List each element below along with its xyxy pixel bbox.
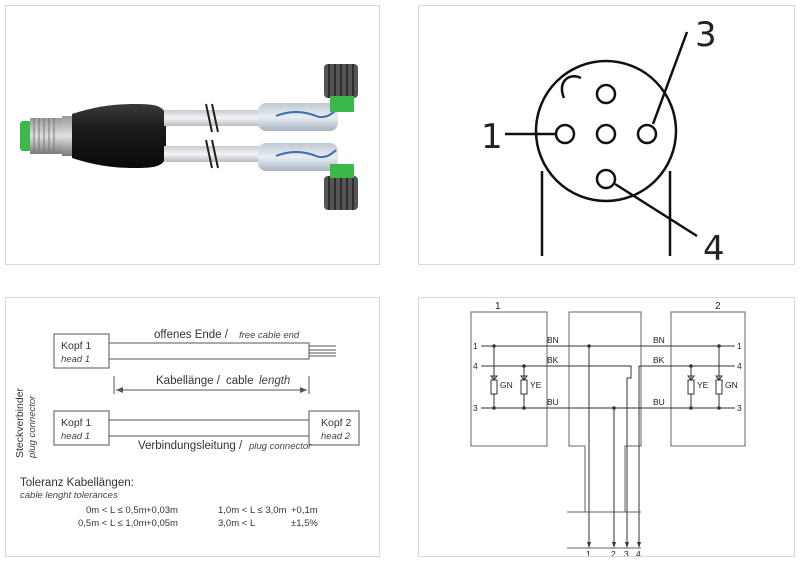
pin-label-4: 4 [703, 229, 725, 265]
pin-4-leader [614, 182, 698, 238]
tolerance-value-4: ±1,5% [291, 518, 318, 529]
head2-block [670, 311, 746, 447]
tolerance-value-2: +0,05m [146, 518, 178, 529]
connector-body-upper [258, 103, 338, 131]
right-pin1: 1 [737, 341, 742, 351]
resistor-ye-left [520, 379, 528, 395]
resistor-ye-right [687, 379, 695, 395]
free-cable-body [108, 342, 310, 360]
led-label-ye-left: YE [530, 380, 542, 390]
pin-diagram: 1 3 4 [481, 15, 725, 265]
splitter-body [72, 104, 166, 168]
tolerance-title-en: cable lenght tolerances [20, 490, 118, 501]
cable-length-label-de: Kabellänge / [156, 375, 221, 387]
pin-3 [636, 123, 658, 145]
led-label-gn-right: GN [725, 380, 738, 390]
free-end-label-de: offenes Ende / [154, 329, 229, 341]
tolerance-range-2: 0,5m < L ≤ 1,0m [78, 518, 147, 529]
wire-label-bn-right: BN [653, 335, 665, 345]
tolerance-title-de: Toleranz Kabellängen: [20, 477, 134, 489]
bottom-pin-1: 1 [586, 549, 591, 557]
plug-green-tip [20, 121, 32, 151]
tolerance-range-3: 1,0m < L ≤ 3,0m [218, 505, 287, 516]
plug-thread [30, 118, 62, 154]
connection-label-en: plug connector [248, 441, 312, 452]
pin-top [595, 83, 617, 105]
connection-label-de: Verbindungsleitung / [138, 440, 243, 452]
pin-1 [554, 123, 576, 145]
cable-length-label-en-b: length [259, 375, 290, 387]
wire-label-bu-left: BU [547, 397, 559, 407]
pin-3-leader [651, 31, 689, 125]
bottom-pin-3: 3 [624, 549, 629, 557]
pin-center [595, 123, 617, 145]
tolerance-value-3: +0,1m [291, 505, 318, 516]
bottom-pin-2: 2 [611, 549, 616, 557]
resistor-gn-left [490, 379, 498, 395]
wire-label-bk-left: BK [547, 355, 559, 365]
wiring-diagram-panel: 1 2 1 4 3 1 4 3 BN BK BU BN BK BU GN YE … [418, 297, 795, 557]
head2-number: 2 [715, 301, 721, 312]
cable-length-label-en-a: cable [226, 375, 254, 387]
pin-label-3: 3 [695, 15, 717, 55]
wire-label-bn-left: BN [547, 335, 559, 345]
wire-label-bk-right: BK [653, 355, 665, 365]
connection-cable-body [108, 419, 310, 437]
pin-diagram-panel: 1 3 4 [418, 5, 795, 265]
head1-label-en-2: head 1 [61, 431, 90, 442]
product-photo [20, 64, 358, 210]
plug-connector-label-de: Steckverbinder [14, 387, 26, 458]
cable-dimension-panel: Steckverbinder plug connector Kopf 1 hea… [5, 297, 380, 557]
head1-label-de-2: Kopf 1 [61, 417, 92, 429]
led-label-gn-left: GN [500, 380, 513, 390]
head2-box [308, 410, 360, 446]
connector-body-lower [258, 143, 338, 171]
tolerance-range-1: 0m < L ≤ 0,5m [86, 505, 147, 516]
bottom-pin-4: 4 [636, 549, 641, 557]
product-photo-panel [5, 5, 380, 265]
left-pin3: 3 [473, 403, 478, 413]
tolerance-value-1: +0,03m [146, 505, 178, 516]
right-pin4: 4 [737, 361, 742, 371]
wire-label-bu-right: BU [653, 397, 665, 407]
head2-label-de: Kopf 2 [321, 417, 352, 429]
head1-box-bottom [53, 410, 110, 446]
head1-label-en: head 1 [61, 354, 90, 365]
right-pin3: 3 [737, 403, 742, 413]
splitter-block [568, 311, 642, 513]
left-pin4: 4 [473, 361, 478, 371]
resistor-gn-right [715, 379, 723, 395]
head1-number: 1 [495, 301, 501, 312]
pin-label-1: 1 [481, 117, 503, 157]
head1-block [470, 311, 548, 447]
wiring-diagram: 1 2 1 4 3 1 4 3 BN BK BU BN BK BU GN YE … [470, 301, 746, 557]
head1-label-de: Kopf 1 [61, 340, 92, 352]
pin-4 [595, 168, 617, 190]
tolerance-range-4: 3,0m < L [218, 518, 255, 529]
head2-label-en: head 2 [321, 431, 351, 442]
connector-face [534, 59, 678, 203]
head1-box-top [53, 333, 110, 369]
plug-connector-label-en: plug connector [27, 395, 38, 459]
led-label-ye-right: YE [697, 380, 709, 390]
left-pin1: 1 [473, 341, 478, 351]
free-end-label-en: free cable end [239, 330, 300, 341]
cable-dimension-drawing: Steckverbinder plug connector Kopf 1 hea… [14, 329, 360, 529]
